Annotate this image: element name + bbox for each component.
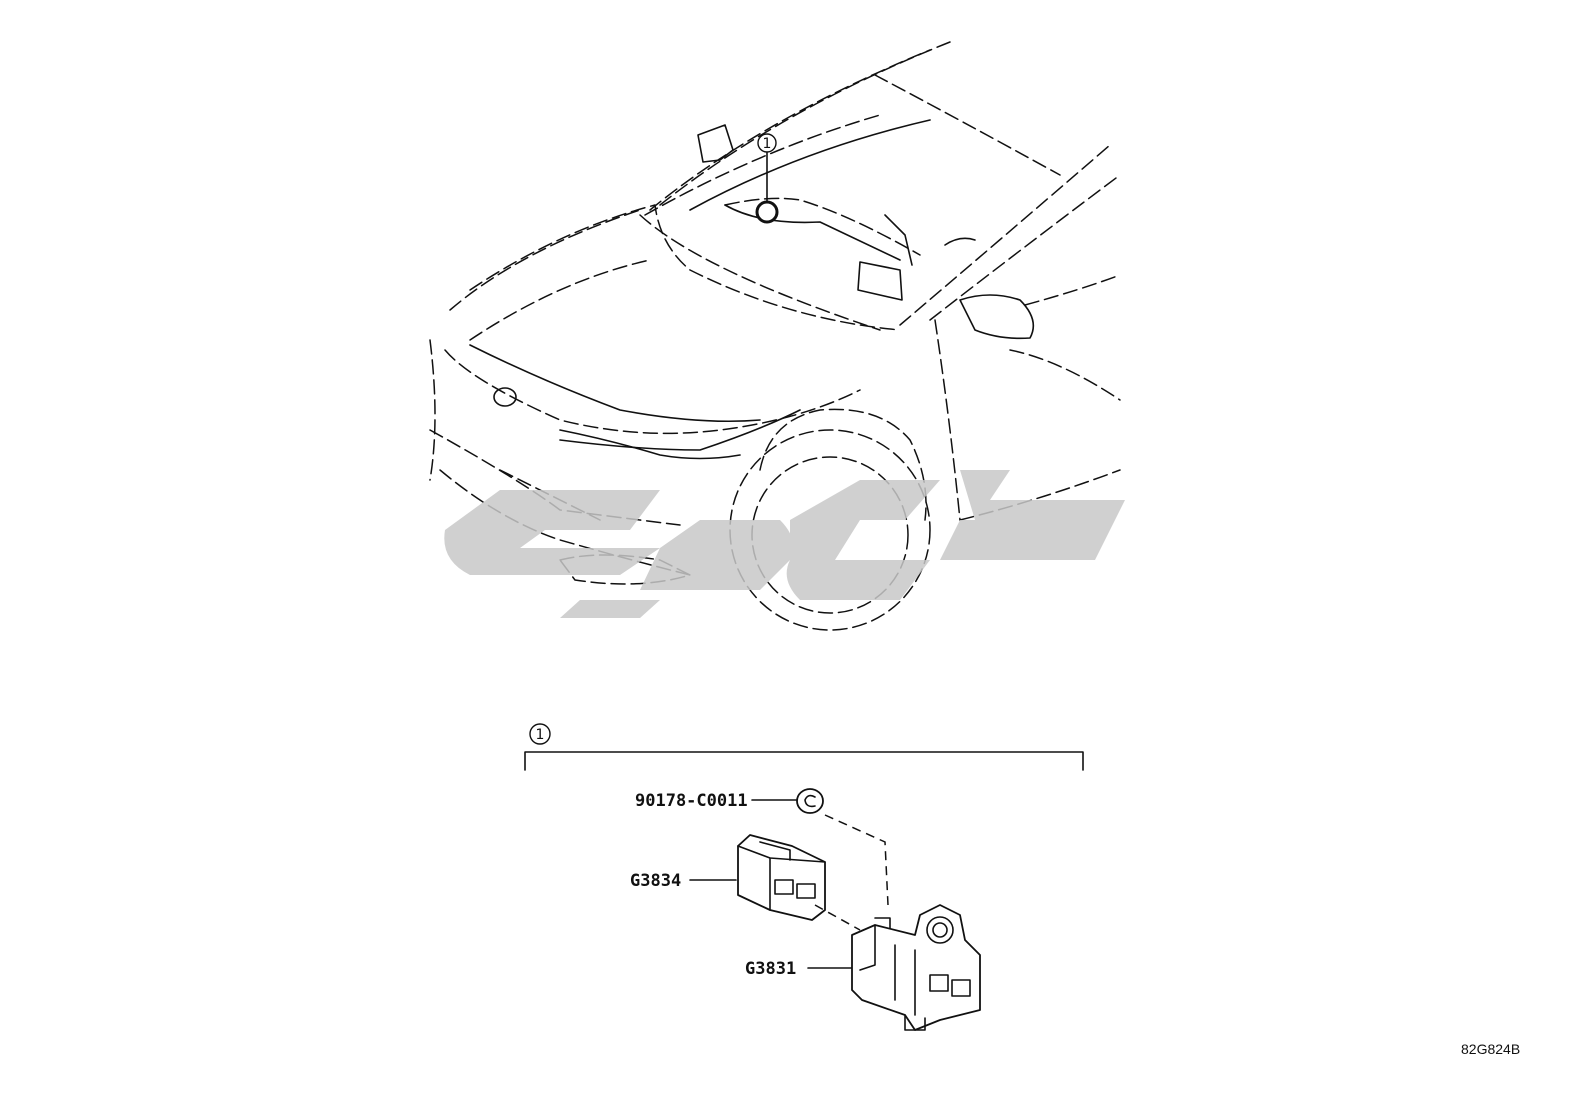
- callout-number-bottom: 1: [536, 727, 545, 743]
- callout-circle-bottom: [529, 723, 551, 745]
- parts-group-bracket: 1: [524, 723, 1084, 771]
- callout-number-top: 1: [763, 136, 772, 152]
- grommet-part: [751, 788, 889, 906]
- part-number-label-3: G3831: [745, 959, 796, 979]
- sensor-part: [807, 904, 981, 1031]
- callout-circle-top: [757, 133, 777, 153]
- part-number-label-2: G3834: [630, 871, 681, 891]
- part-number-label-1: 90178-C0011: [635, 791, 748, 811]
- drawing-code: 82G824B: [1461, 1041, 1520, 1057]
- connector-part: [689, 834, 861, 931]
- car-front-illustration: 1: [429, 41, 1121, 631]
- watermark-logo: [444, 470, 1125, 618]
